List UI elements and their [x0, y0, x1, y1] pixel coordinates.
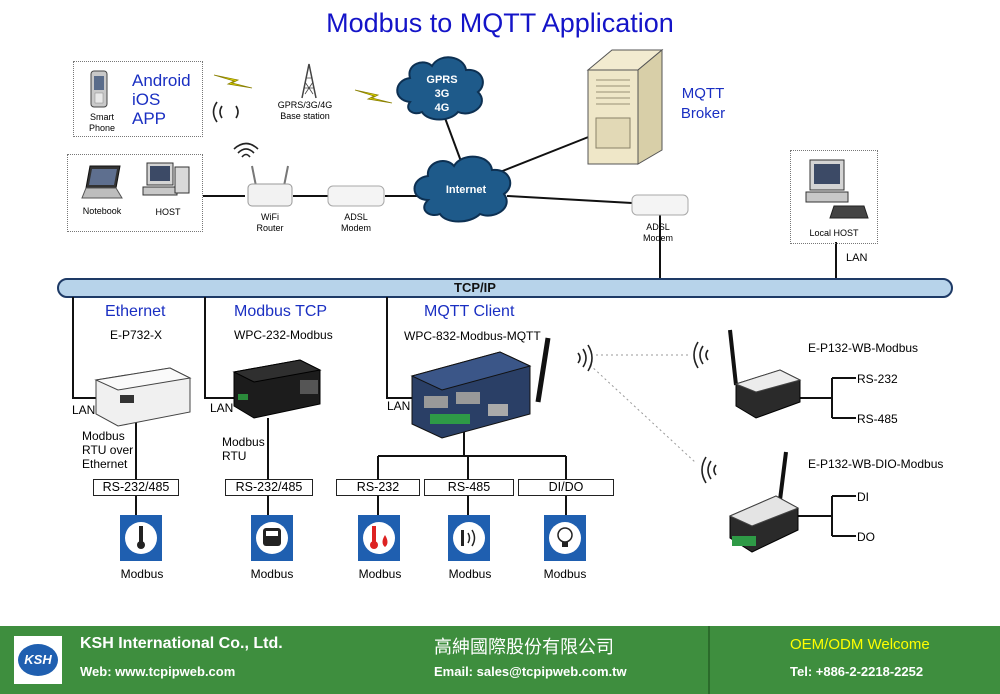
local-lan-label: LAN: [846, 252, 868, 264]
wifi-signal-icons: [212, 101, 717, 484]
ksh-logo-text: KSH: [24, 652, 52, 667]
footer-company: KSH International Co., Ltd.: [80, 635, 283, 652]
temperature-drop-icon: [358, 515, 400, 561]
mqtt-port-box-rs232: RS-232: [336, 479, 420, 496]
notebook-label: Notebook: [82, 206, 122, 216]
mobile-app-box: [73, 61, 203, 137]
ksh-logo: KSH: [14, 636, 62, 684]
footer-tel: Tel: +886-2-2218-2252: [790, 664, 924, 679]
sound-sensor-icon: [448, 515, 490, 561]
ethernet-end-label: Modbus: [120, 567, 164, 581]
page-title: Modbus to MQTT Application: [326, 8, 674, 38]
mqtt-client-lan-label: LAN: [387, 399, 411, 413]
base-station-tower-icon: [301, 63, 317, 99]
meter-icon: [251, 515, 293, 561]
wb-dio-output-do: DO: [857, 530, 875, 544]
wb-modbus-output-rs485: RS-485: [857, 412, 898, 426]
internet-label: Internet: [445, 184, 487, 196]
ethernet-lan-label: LAN: [72, 403, 96, 417]
modbus-tcp-port-box: RS-232/485: [225, 479, 313, 496]
lightning-icons: [213, 74, 393, 104]
footer-divider: [708, 626, 710, 694]
lightning-icon-1: [213, 74, 253, 89]
wb-modbus-output-rs232: RS-232: [857, 372, 898, 386]
device-wpc-232-modbus: [232, 359, 322, 419]
mqtt-end-label-1: Modbus: [358, 567, 402, 581]
wb-modbus-model: E-P132-WB-Modbus: [808, 341, 919, 355]
footer-company-cn: 高紳國際股份有限公司: [434, 637, 614, 657]
mqtt-end-label-2: Modbus: [448, 567, 492, 581]
lightning-icon-2: [354, 89, 393, 104]
local-host-label: Local HOST: [809, 228, 859, 238]
footer-email[interactable]: Email: sales@tcpipweb.com.tw: [434, 664, 627, 679]
endpoint-icons: [120, 515, 586, 561]
tcpip-bus: [57, 278, 953, 298]
wifi-icon-phone: [212, 101, 239, 123]
top-connection-lines: [203, 117, 837, 278]
adsl-modem-icon-2: [631, 194, 689, 216]
wifi-icon-wb-modbus: [693, 341, 709, 369]
footer-bar: [0, 626, 1000, 694]
mqtt-port-box-dido: DI/DO: [518, 479, 614, 496]
host-label: HOST: [155, 207, 181, 217]
wifi-router-icon: [247, 165, 293, 207]
modbus-tcp-model: WPC-232-Modbus: [234, 328, 333, 342]
device-e-p132-wb-dio-modbus: [728, 451, 800, 553]
device-wpc-832-modbus-mqtt: [410, 337, 551, 439]
host-computer-icon: [142, 162, 190, 196]
internet-cloud-icon: [413, 155, 512, 223]
ethernet-port-box: RS-232/485: [93, 479, 179, 496]
wb-dio-output-di: DI: [857, 490, 869, 504]
tcpip-bus-label: TCP/IP: [454, 280, 496, 295]
smart-phone-icon: [90, 70, 108, 108]
modbus-tcp-heading: Modbus TCP: [234, 303, 328, 320]
wireless-links: [589, 354, 697, 464]
thermometer-icon: [120, 515, 162, 561]
modbus-tcp-end-label: Modbus: [250, 567, 294, 581]
notebook-icon: [81, 165, 123, 199]
ethernet-model: E-P732-X: [110, 328, 163, 342]
server-broker-icon: [586, 48, 664, 165]
host-group-box: [67, 154, 203, 232]
device-e-p132-wb-modbus: [728, 329, 802, 419]
adsl-modem-icon-1: [327, 185, 385, 207]
mqtt-client-heading: MQTT Client: [424, 303, 515, 320]
wifi-icon-mqtt-client: [577, 344, 593, 372]
modbus-tcp-lan-label: LAN: [210, 401, 234, 415]
ethernet-heading: Ethernet: [105, 303, 166, 320]
wifi-icon-router: [233, 142, 259, 158]
bus-drop-lines: [72, 297, 856, 537]
device-e-p732-x: [94, 367, 192, 427]
mqtt-end-label-3: Modbus: [543, 567, 587, 581]
wifi-icon-wb-dio: [701, 456, 717, 484]
local-host-box: [790, 150, 878, 244]
local-host-computer-icon: [805, 159, 869, 219]
footer-oem: OEM/ODM Welcome: [790, 636, 930, 653]
network-diagram: [57, 48, 953, 561]
gprs-cloud-icon: [396, 56, 484, 121]
footer-web[interactable]: Web: www.tcpipweb.com: [80, 664, 236, 679]
mqtt-client-model: WPC-832-Modbus-MQTT: [404, 329, 541, 343]
wb-dio-model: E-P132-WB-DIO-Modbus: [808, 457, 944, 471]
light-bulb-icon: [544, 515, 586, 561]
mqtt-port-box-rs485: RS-485: [424, 479, 514, 496]
